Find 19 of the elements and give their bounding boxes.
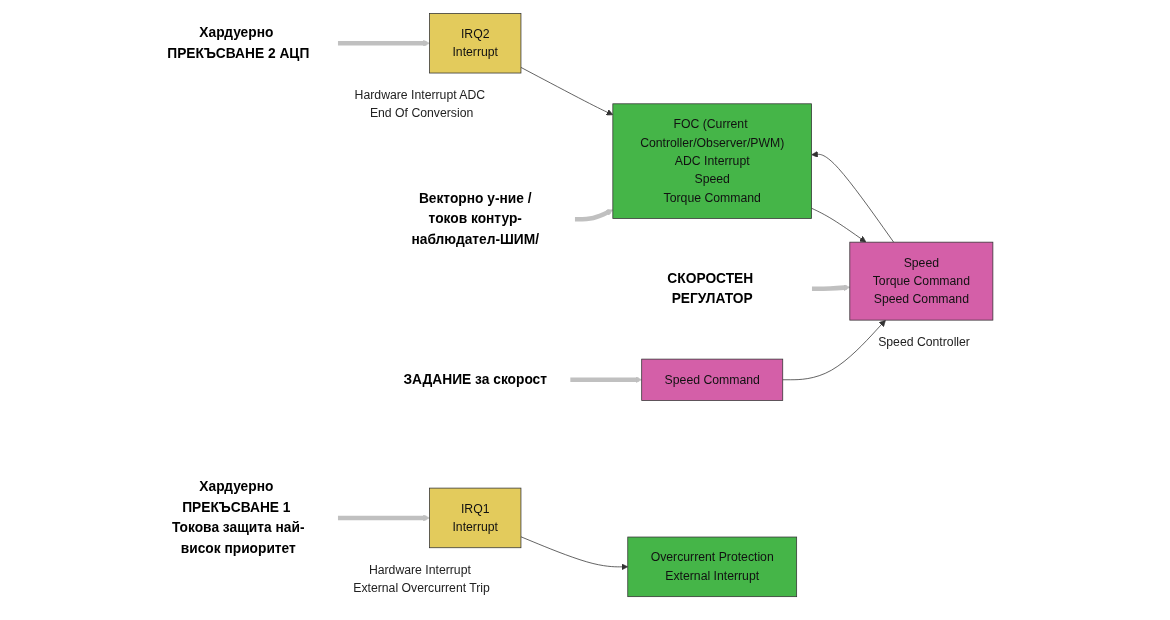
node-caption: Speed Controller	[878, 335, 970, 349]
node-text: Векторно у-ние /токов контур-наблюдател-ШИМ/	[411, 190, 540, 248]
arrow	[811, 284, 851, 292]
node-text: Хардуерно ПРЕКЪСВАНЕ 1 Токова защита най-висок приоритет	[172, 478, 305, 557]
node-box: IRQ2 Interrupt	[429, 13, 522, 74]
node-box: Speed Torque Command Speed Command	[849, 241, 994, 321]
node-box: Speed Command	[641, 358, 784, 401]
node-caption: Hardware Interrupt ADC End Of Conversion	[354, 88, 486, 120]
node-box: IRQ1 Interrupt	[429, 487, 522, 549]
arrow	[337, 39, 430, 47]
node-text: Хардуерно ПРЕКЪСВАНЕ 2 АЦП	[167, 24, 310, 61]
arrow	[569, 376, 642, 384]
node-box: FOC (Current Controller/Observer/PWM) ADC Interrupt Speed Torque Command	[612, 103, 812, 219]
arrow	[337, 514, 430, 522]
node-caption: Hardware Interrupt External Overcurrent Trip	[353, 563, 490, 595]
node-box: Overcurrent Protection External Interrupt	[627, 536, 798, 598]
node-text: СКОРОСТЕН РЕГУЛАТОР	[667, 270, 754, 307]
arrow	[574, 209, 614, 222]
node-text: ЗАДАНИЕ за скорост	[403, 371, 548, 388]
